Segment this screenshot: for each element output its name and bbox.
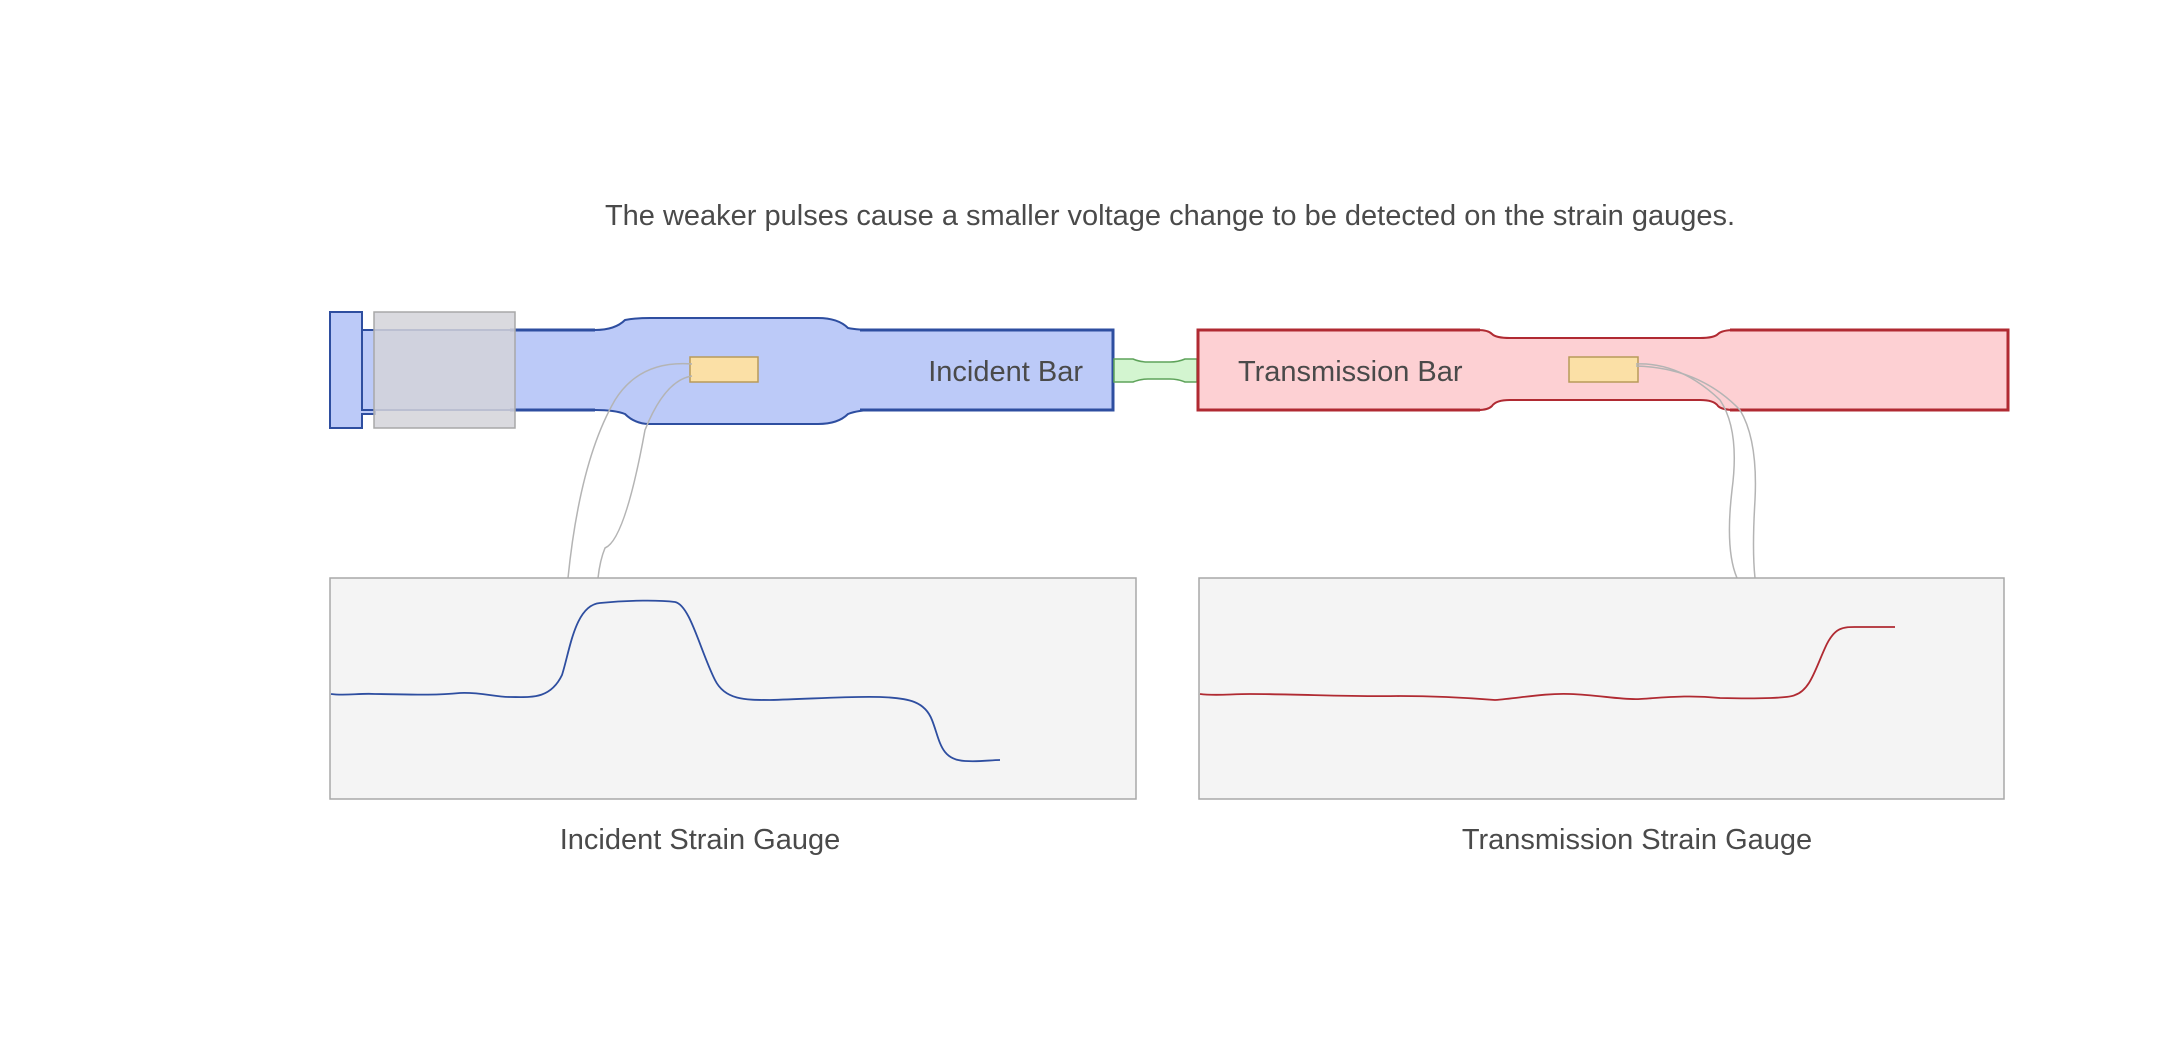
incident-bar-label: Incident Bar: [928, 356, 1083, 388]
transmission-bar-assembly: Transmission Bar: [1196, 328, 2010, 412]
gauge-wires: [567, 362, 1757, 579]
transmission-gauge-label: Transmission Strain Gauge: [1462, 824, 1812, 856]
incident-wire-2: [597, 375, 693, 579]
incident-bar-outline-left: [510, 328, 595, 412]
transmission-gauge-display: [1198, 577, 2005, 800]
transmission-strain-gauge-pad: [1568, 356, 1639, 383]
specimen: [1113, 358, 1198, 383]
transmission-bar-label: Transmission Bar: [1238, 356, 1463, 388]
incident-bar-outline: [860, 328, 1115, 412]
incident-bar-assembly: Incident Bar: [329, 311, 1115, 429]
transmission-gauge-panel: Transmission Strain Gauge: [1198, 577, 2005, 856]
incident-gauge-panel: Incident Strain Gauge: [329, 577, 1137, 856]
incident-gauge-label: Incident Strain Gauge: [560, 824, 841, 856]
caption: The weaker pulses cause a smaller voltag…: [605, 200, 1735, 232]
incident-gauge-display: [329, 577, 1137, 800]
transmission-bar-outline: [1196, 328, 2010, 412]
transmission-wire-2: [1635, 365, 1757, 579]
incident-strain-gauge-pad: [689, 356, 759, 383]
incident-signal-trace: [330, 599, 1001, 763]
transmission-signal-trace: [1199, 626, 1895, 701]
incident-wire-1: [567, 362, 693, 579]
striker-bar: [373, 311, 516, 429]
